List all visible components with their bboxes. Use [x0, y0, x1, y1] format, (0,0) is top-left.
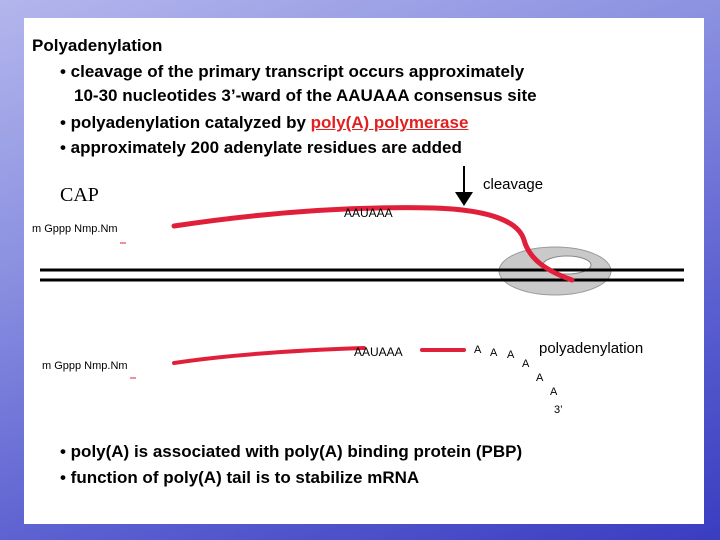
aauaaa-signal-bottom: AAUAAA — [354, 345, 403, 359]
poly-a-letter: A — [490, 347, 497, 359]
cap-structure-bottom: m Gppp Nmp.Nm — [42, 360, 128, 372]
poly-a-letter: A — [536, 372, 543, 384]
poly-a-letter: A — [522, 358, 529, 370]
cleavage-arrow-head — [455, 192, 473, 206]
three-prime-label: 3’ — [554, 404, 563, 416]
rna-strand-bottom-5prime — [174, 348, 364, 363]
poly-a-letter: A — [507, 349, 514, 361]
poly-a-letter: A — [550, 386, 557, 398]
polyadenylation-label: polyadenylation — [539, 340, 643, 357]
cap-structure-top: m Gppp Nmp.Nm — [32, 223, 118, 235]
slide: Polyadenylation • cleavage of the primar… — [24, 18, 704, 524]
poly-a-letter: A — [474, 344, 481, 356]
bullet-stabilize: • function of poly(A) tail is to stabili… — [60, 468, 419, 488]
bullet-pbp: • poly(A) is associated with poly(A) bin… — [60, 442, 522, 462]
cleavage-label: cleavage — [483, 176, 543, 193]
aauaaa-signal-top: AAUAAA — [344, 206, 393, 220]
